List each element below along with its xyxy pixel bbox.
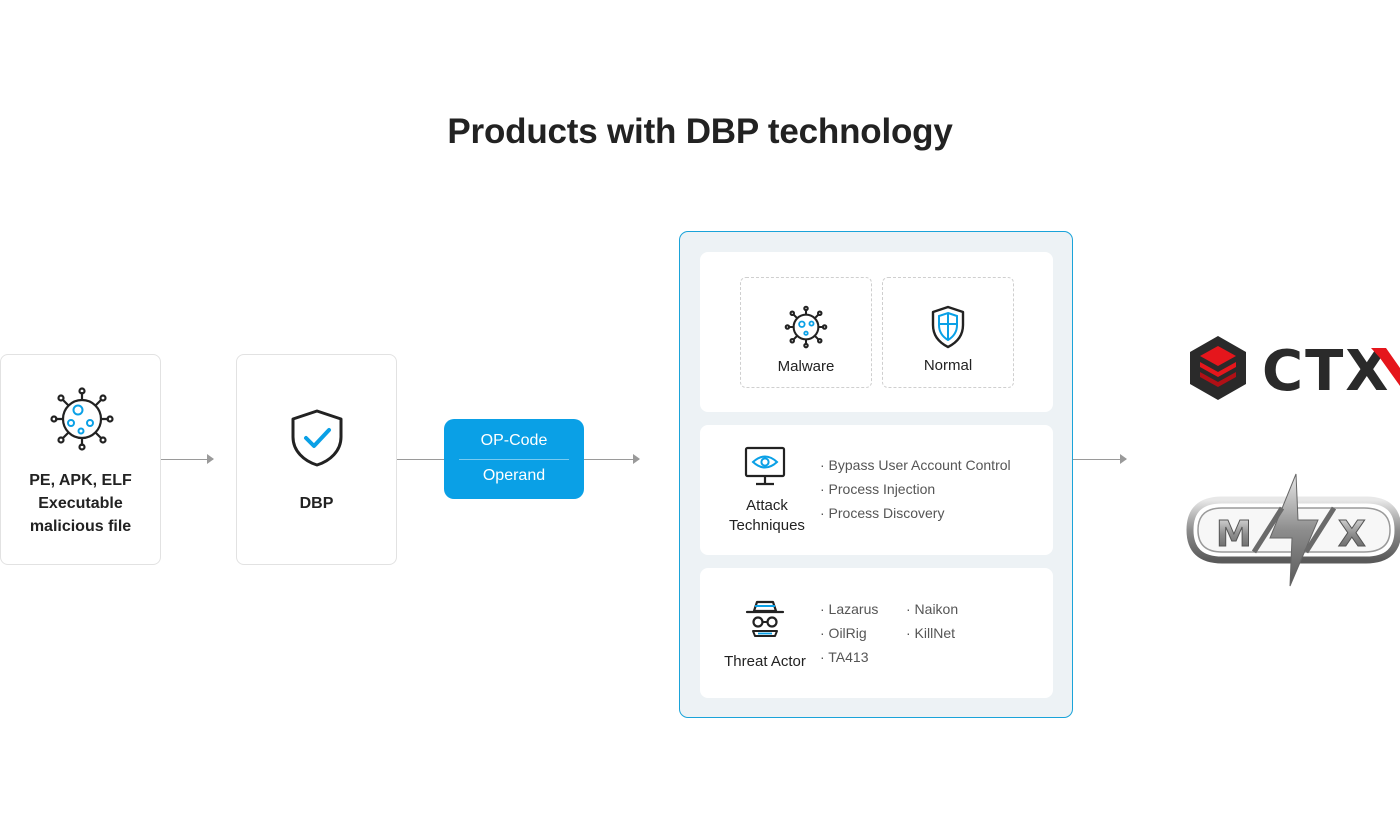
ctx-logo-icon: CTX — [1190, 336, 1400, 402]
dbp-card: DBP — [236, 354, 397, 565]
attack-label-line1: Attack — [746, 497, 788, 514]
svg-text:M: M — [1216, 514, 1252, 555]
attack-item: · Process Discovery — [820, 505, 945, 521]
threat-item: · KillNet — [906, 625, 956, 641]
classification-box: Malware Normal — [700, 252, 1053, 412]
threat-item: · Lazarus — [820, 601, 879, 617]
input-file-card: PE, APK, ELF Executable malicious file — [0, 354, 161, 565]
threat-actor-label: Threat Actor — [724, 653, 806, 670]
arrow-input-to-dbp — [161, 454, 214, 464]
dbp-label: DBP — [299, 495, 334, 512]
input-label-line2: Executable — [38, 495, 123, 512]
threat-actor-box: Threat Actor · Lazarus · Naikon · OilRig… — [700, 568, 1053, 698]
spy-icon — [745, 600, 785, 637]
normal-box: Normal — [882, 277, 1014, 388]
pill-divider — [459, 459, 569, 460]
attack-item: · Process Injection — [820, 481, 936, 497]
connector-dbp-to-pill — [397, 459, 444, 460]
shield-cross-icon — [931, 305, 965, 349]
opcode-operand-pill: OP-Code Operand — [444, 419, 584, 499]
page-title: Products with DBP technology — [447, 112, 953, 151]
malware-box: Malware — [740, 277, 872, 388]
max-logo-icon: M X — [1186, 473, 1400, 587]
threat-item: · Naikon — [906, 601, 959, 617]
shield-check-icon — [291, 409, 343, 467]
analysis-result-panel: Malware Normal Attack Techniques · Bypas… — [679, 231, 1073, 718]
malware-label: Malware — [777, 358, 835, 375]
ctx-logo-text: CTX — [1262, 339, 1390, 402]
arrow-pill-to-panel — [584, 454, 640, 464]
input-label-line1: PE, APK, ELF — [29, 472, 132, 489]
attack-item: · Bypass User Account Control — [820, 457, 1011, 473]
input-label-line3: malicious file — [29, 518, 132, 535]
arrow-panel-to-products — [1073, 454, 1127, 464]
normal-label: Normal — [923, 357, 973, 374]
operand-label: Operand — [482, 467, 546, 484]
opcode-label: OP-Code — [480, 432, 548, 449]
attack-techniques-box: Attack Techniques · Bypass User Account … — [700, 425, 1053, 555]
monitor-eye-icon — [744, 446, 786, 486]
malware-virus-icon — [784, 305, 828, 349]
threat-item: · OilRig — [820, 625, 867, 641]
threat-item: · TA413 — [820, 649, 869, 665]
virus-icon — [50, 387, 114, 451]
attack-label-line2: Techniques — [729, 517, 805, 534]
svg-text:X: X — [1338, 514, 1366, 555]
